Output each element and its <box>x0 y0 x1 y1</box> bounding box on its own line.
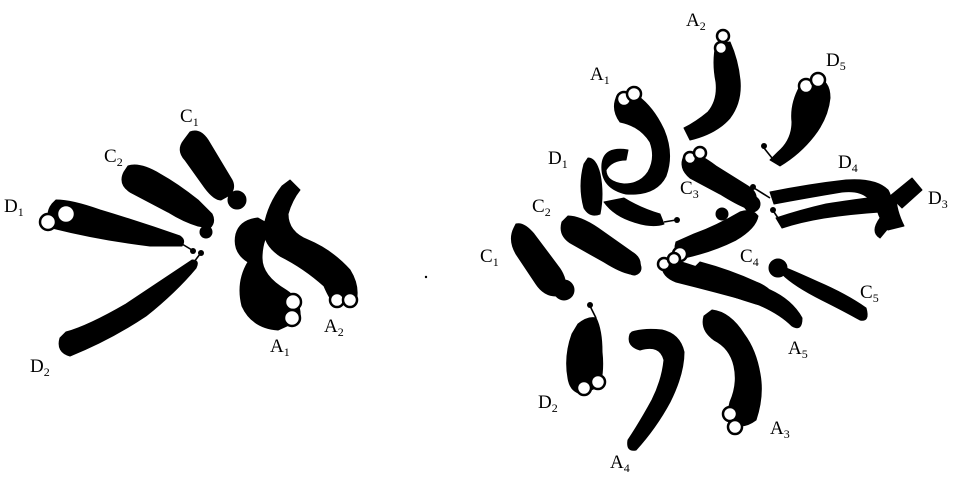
right-label-d5: D5 <box>826 50 846 73</box>
right-label-d1: D1 <box>548 148 568 171</box>
right-chromosome-c5 <box>768 258 868 321</box>
right-label-a2: A2 <box>686 10 706 33</box>
right-chromosome-a2 <box>683 28 741 141</box>
right-label-a1: A1 <box>590 64 610 87</box>
left-chromosome-c1 <box>179 130 247 210</box>
right-chromosome-d3 <box>874 177 923 239</box>
left-label-a1: A1 <box>270 336 290 359</box>
right-chromosome-d1 <box>580 157 680 227</box>
right-chromosome-d2 <box>566 302 607 397</box>
left-label-a2: A2 <box>324 316 344 339</box>
right-label-d2: D2 <box>538 392 558 415</box>
left-label-c2: C2 <box>104 146 123 169</box>
right-chromosome-c3 <box>681 145 761 213</box>
left-chromosome-d2 <box>58 250 204 357</box>
right-label-a5: A5 <box>788 338 808 361</box>
right-label-c2: C2 <box>532 196 551 219</box>
right-label-c4: C4 <box>740 246 759 269</box>
right-label-c3: C3 <box>680 178 699 201</box>
right-label-a3: A3 <box>770 418 790 441</box>
left-label-d1: D1 <box>4 196 24 219</box>
right-label-c1: C1 <box>480 246 499 269</box>
left-label-c1: C1 <box>180 106 199 129</box>
right-label-c5: C5 <box>860 282 879 305</box>
right-chromosome-set: A2 D5 A1 D1 C3 D4 D3 C2 C1 C4 C5 A5 D2 A… <box>480 10 948 475</box>
left-chromosome-set: C1 C2 D1 D2 A1 A2 <box>4 106 428 379</box>
right-chromosome-d4 <box>750 179 892 229</box>
left-chromosome-c2 <box>121 164 215 239</box>
right-chromosome-c4 <box>692 261 777 306</box>
left-chromosome-a2 <box>263 179 359 309</box>
right-label-d4: D4 <box>838 152 858 175</box>
right-chromosome-c1 <box>510 223 575 301</box>
right-chromosome-a1 <box>601 85 670 195</box>
right-chromosome-a3 <box>702 309 762 436</box>
right-chromosome-c2 <box>560 215 642 276</box>
right-chromosome-d5 <box>761 71 831 167</box>
right-label-d3: D3 <box>928 188 948 211</box>
left-chromosome-d1 <box>38 199 196 254</box>
right-label-a4: A4 <box>610 452 630 475</box>
left-label-d2: D2 <box>30 356 50 379</box>
right-chromosome-a4 <box>627 328 685 451</box>
